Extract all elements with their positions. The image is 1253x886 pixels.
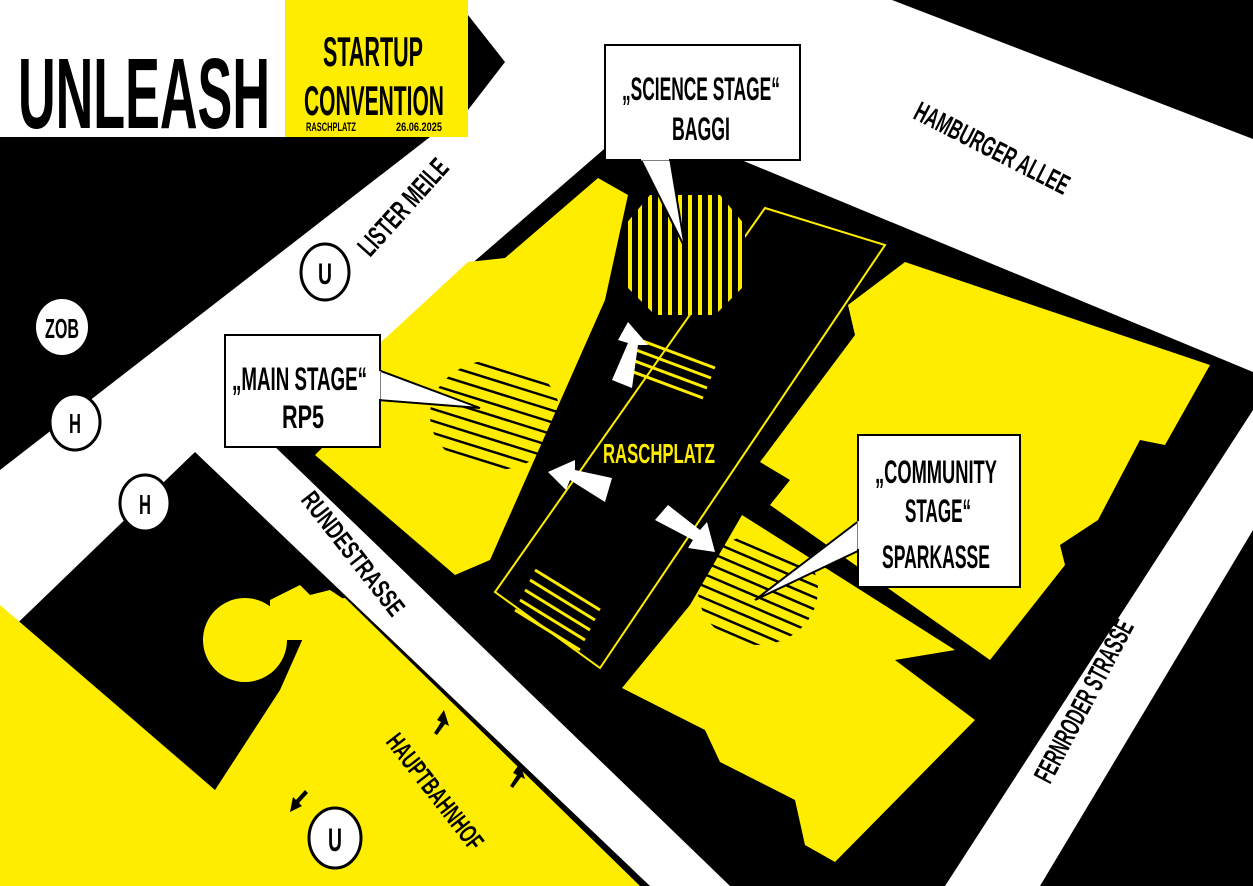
header-event-box [285,0,468,137]
stairs-south [514,568,601,652]
main-stage-name: „MAIN STAGE“ [232,361,367,398]
science-stage-callout[interactable]: „SCIENCE STAGE“ BAGGI [604,44,801,249]
logo-unleash: UNLEASH [18,38,270,150]
block-left [0,137,430,470]
raschplatz-plaza [493,206,887,670]
street-hamburger-allee: HAMBURGER ALLEE [909,95,1075,200]
station-area [0,585,640,886]
bus-stop-icon: H [139,488,151,520]
arrow-hbf-2-icon [510,763,525,788]
header-logo-box [0,0,285,135]
arrow-hbf-1-icon [434,710,449,735]
event-title-line1: STARTUP [323,29,423,76]
label-raschplatz: RASCHPLATZ [603,437,715,469]
building-main-stage [315,178,628,575]
bus-stop-marker-2[interactable]: H [118,473,172,533]
event-title-line2: CONVENTION [304,78,444,125]
event-date: 26.06.2025 [396,121,442,134]
triangle-header [468,15,505,110]
community-stage-callout[interactable]: „COMMUNITY STAGE“ SPARKASSE [754,434,1021,601]
zob-icon: ZOB [45,312,79,344]
ubahn-lister-marker[interactable]: U [299,242,351,302]
main-stage-callout[interactable]: „MAIN STAGE“ RP5 [224,334,481,448]
arrow-hbf-u-icon [290,790,308,812]
ubahn-hbf-marker[interactable]: U [307,806,363,870]
arrow-to-main-icon [548,460,612,502]
zob-marker[interactable]: ZOB [36,299,88,355]
community-stage-name-1: „COMMUNITY [875,454,997,491]
science-stage-sponsor: BAGGI [672,113,730,148]
main-stage-sponsor: RP5 [282,399,324,435]
stairs-north [627,338,716,400]
arrow-to-science-icon [612,322,648,388]
arrow-to-community-icon [655,505,715,552]
community-stage-name-2: STAGE“ [905,495,971,530]
block-top-right [892,0,1253,139]
event-location: RASCHPLATZ [306,121,356,134]
block-bottom-right [1040,530,1253,886]
science-stage-name: „SCIENCE STAGE“ [622,73,780,108]
ubahn-icon: U [328,822,342,858]
bus-stop-marker-1[interactable]: H [48,392,102,452]
community-stage-sponsor: SPARKASSE [882,541,990,576]
ubahn-icon: U [318,258,332,291]
bus-stop-icon: H [69,407,81,439]
